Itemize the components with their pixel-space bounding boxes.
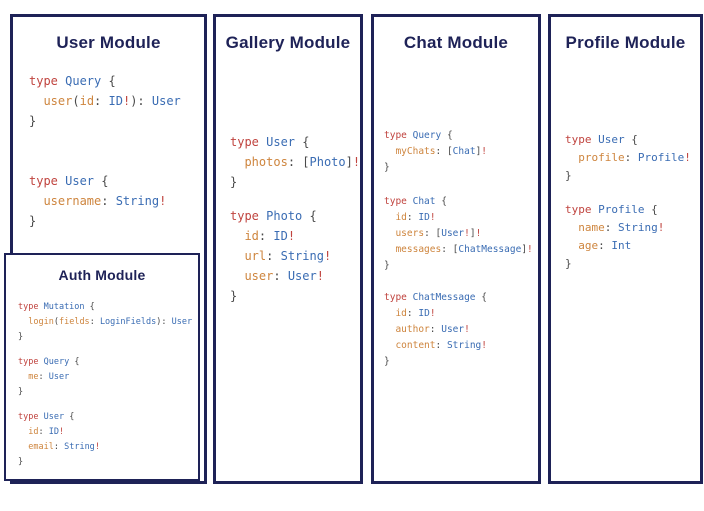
gallery-user-code-block: type User { photos: [Photo]!}: [230, 135, 361, 189]
user-module-title: User Module: [56, 33, 161, 52]
gallery-photo-code-block: type Photo { id: ID! url: String! user: …: [230, 209, 332, 303]
chat-module-title: Chat Module: [403, 33, 509, 52]
user-type-code-block: type User { username: String!}: [29, 174, 167, 228]
panel-gallery-module: Gallery Module type User { photos: [Phot…: [213, 14, 363, 484]
profile-user-code-block: type User { profile: Profile!}: [565, 133, 691, 182]
auth-user-code-block: type User { id: ID! email: String!}: [18, 412, 100, 467]
auth-mutation-code-block: type Mutation { login(fields: LoginField…: [18, 302, 193, 342]
profile-module-title: Profile Module: [565, 33, 686, 52]
auth-query-code-block: type Query { me: User}: [18, 357, 80, 397]
panel-chat-module: Chat Module type Query { myChats: [Chat]…: [371, 14, 541, 484]
user-query-code-block: type Query { user(id: ID!): User}: [29, 74, 181, 128]
chat-message-code-block: type ChatMessage { id: ID! author: User!…: [384, 292, 488, 367]
auth-module-title: Auth Module: [58, 267, 146, 283]
chat-type-code-block: type Chat { id: ID! users: [User!]! mess…: [384, 196, 533, 271]
panel-auth-module: Auth Module type Mutation { login(fields…: [4, 253, 200, 481]
panel-profile-module: Profile Module type User { profile: Prof…: [548, 14, 703, 484]
profile-type-code-block: type Profile { name: String! age: Int}: [565, 203, 665, 270]
chat-query-code-block: type Query { myChats: [Chat]!}: [384, 130, 488, 173]
gallery-module-title: Gallery Module: [225, 33, 351, 52]
panel-user-module: User Module type Query { user(id: ID!): …: [4, 14, 207, 484]
